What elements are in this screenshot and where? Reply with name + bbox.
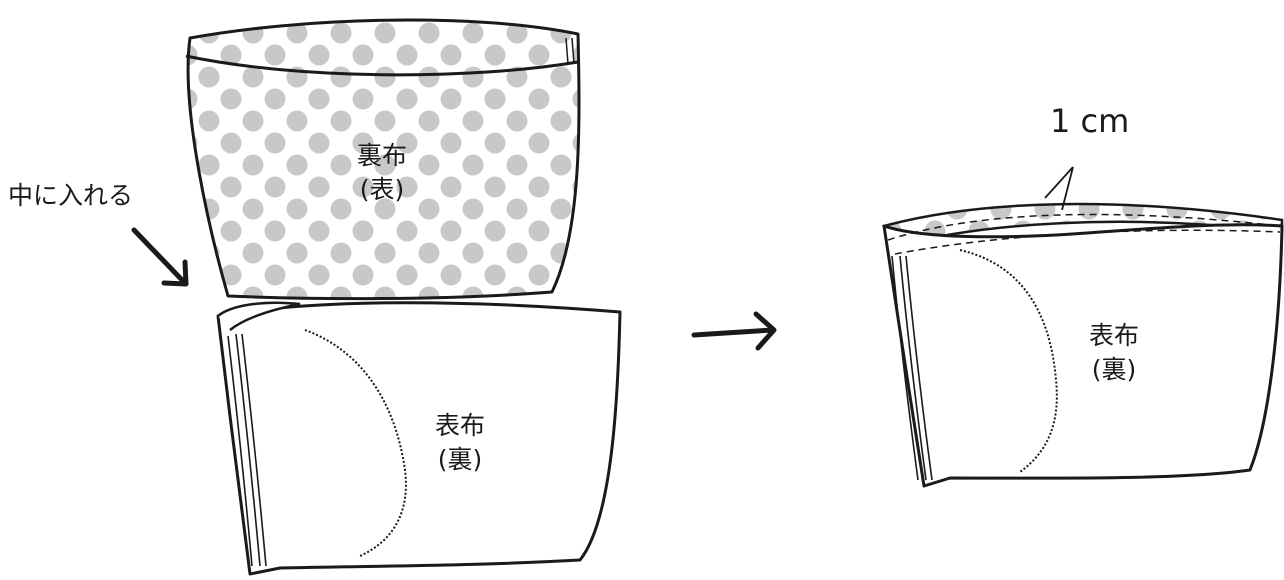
outer-bag-opening — [217, 301, 301, 331]
outer-bag-zigzag-seam — [304, 329, 407, 557]
instruction-text: 中に入れる — [8, 181, 134, 210]
combined-bag — [882, 166, 1284, 488]
outer-label-line2: (裏) — [437, 445, 483, 474]
measurement-label: 1 cm — [1050, 102, 1130, 140]
lining-bag-seam — [565, 37, 575, 65]
outer-label-line1: 表布 — [434, 411, 485, 440]
combined-bag-stitch-line — [887, 213, 1281, 255]
insert-arrow-icon — [131, 227, 189, 287]
lining-label-line2: (表) — [359, 175, 405, 204]
outer-bag — [216, 301, 622, 576]
lining-label-line1: 裏布 — [356, 141, 407, 170]
lining-bag-body — [186, 18, 581, 301]
combined-bag-side-seam — [891, 255, 933, 481]
step2-outer-label-line1: 表布 — [1088, 321, 1139, 350]
next-step-arrow-icon — [691, 311, 777, 351]
measurement-pointer-lines — [1044, 166, 1074, 211]
outer-bag-side-seam — [227, 333, 267, 567]
lining-bag — [185, 18, 581, 301]
combined-bag-body — [882, 223, 1284, 488]
outer-bag-body — [216, 301, 622, 576]
lining-bag-rim-inner — [185, 54, 579, 77]
step2-outer-label-line2: (裏) — [1091, 355, 1137, 384]
